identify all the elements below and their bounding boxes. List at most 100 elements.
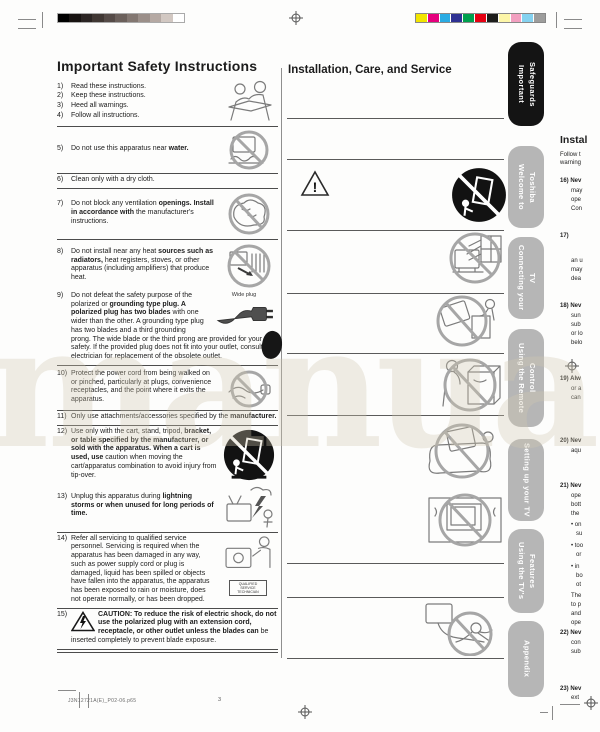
divider bbox=[57, 607, 278, 609]
divider bbox=[57, 531, 278, 533]
gray-swatch bbox=[126, 14, 139, 22]
color-swatch bbox=[534, 14, 545, 22]
right-column-fragment: or bbox=[576, 552, 582, 558]
crop-mark bbox=[540, 712, 548, 713]
gray-swatch bbox=[138, 14, 150, 22]
illustration-service-technician-icon: QUALIFIED SERVICE TECHNICIAN bbox=[218, 535, 278, 597]
safety-item: 2)Keep these instructions. bbox=[57, 92, 146, 100]
right-column-fragment: bo bbox=[576, 573, 583, 579]
safety-item-group-6: 6)Clean only with a dry cloth. bbox=[57, 176, 155, 183]
divider bbox=[57, 126, 278, 127]
divider bbox=[57, 364, 278, 366]
safety-item: 3)Heed all warnings. bbox=[57, 102, 129, 109]
crop-mark bbox=[18, 28, 36, 29]
section-divider bbox=[287, 230, 504, 231]
illustration-cart-tipover-icon bbox=[450, 166, 508, 229]
divider bbox=[57, 424, 278, 426]
right-column-fragment: warning bbox=[560, 160, 582, 166]
right-column-fragment: belo bbox=[571, 340, 583, 346]
safety-item-group-1-4: 1)Read these instructions. 2)Keep these … bbox=[57, 80, 278, 124]
right-column-fragment: 22) Nev bbox=[560, 630, 582, 636]
safety-item-group-13: 13)Unplug this apparatus during lightnin… bbox=[57, 484, 278, 530]
crop-mark bbox=[58, 690, 76, 691]
grayscale-calibration-bar bbox=[57, 13, 185, 23]
color-swatch bbox=[510, 14, 522, 22]
crop-mark bbox=[564, 19, 582, 20]
safety-item-group-5: 5)Do not use this apparatus near water. bbox=[57, 129, 278, 171]
registration-mark-icon bbox=[289, 11, 303, 25]
right-column-fragment: may bbox=[571, 188, 583, 194]
section-divider bbox=[287, 159, 504, 160]
section-divider bbox=[287, 563, 504, 564]
crop-mark bbox=[79, 692, 80, 708]
warning-triangle-icon: ! bbox=[300, 170, 330, 202]
technician-badge: QUALIFIED SERVICE TECHNICIAN bbox=[229, 580, 267, 596]
color-swatch bbox=[498, 14, 510, 22]
crop-mark bbox=[552, 706, 553, 720]
right-column-fragment: 18) Nev bbox=[560, 303, 582, 309]
right-column-fragment: sub bbox=[571, 649, 581, 655]
safety-item-group-7: 7)Do not block any ventilation openings.… bbox=[57, 191, 278, 237]
illustration-tv-falling-icon bbox=[424, 294, 504, 353]
gray-swatch bbox=[172, 14, 184, 22]
side-tab: Appendix bbox=[508, 621, 544, 697]
crop-mark bbox=[42, 12, 43, 28]
section-divider bbox=[287, 597, 504, 598]
right-column-fragment: and bbox=[571, 611, 582, 617]
side-tab: Welcome to Toshiba bbox=[508, 146, 544, 228]
divider bbox=[57, 173, 278, 174]
gray-swatch bbox=[115, 14, 127, 22]
illustration-cart-tipover-icon bbox=[220, 428, 278, 482]
gray-swatch bbox=[92, 14, 104, 22]
page-title: Important Safety Instructions bbox=[57, 58, 258, 74]
right-column-fragment: ope bbox=[571, 620, 582, 626]
gray-swatch bbox=[58, 14, 70, 22]
divider bbox=[57, 187, 278, 189]
double-divider bbox=[57, 648, 278, 653]
section-divider bbox=[287, 118, 504, 119]
right-column-fragment: dea bbox=[571, 276, 582, 282]
section-title: Installation, Care, and Service bbox=[288, 64, 452, 76]
illustration-lightning-storm-icon bbox=[220, 484, 278, 530]
gray-swatch bbox=[149, 14, 162, 22]
right-column-fragment: Follow t bbox=[560, 152, 581, 158]
right-column-fragment: ot bbox=[576, 582, 582, 588]
section-divider bbox=[287, 415, 504, 416]
right-column-fragment: 21) Nev bbox=[560, 483, 582, 489]
illustration-no-cover-vents-icon bbox=[220, 191, 278, 237]
right-column-fragment: The bbox=[571, 593, 582, 599]
gray-swatch bbox=[161, 14, 173, 22]
right-column-fragment: bott bbox=[571, 502, 582, 508]
warning-triangle-bolt-icon bbox=[70, 610, 96, 636]
color-swatch bbox=[522, 14, 534, 22]
column-divider bbox=[281, 68, 282, 658]
right-column-fragment: Instal bbox=[560, 134, 588, 146]
crop-mark bbox=[560, 704, 580, 705]
right-column-fragment: • too bbox=[571, 543, 584, 549]
safety-item-group-8: 8)Do not install near any heat sources s… bbox=[57, 242, 278, 290]
right-column-fragment: ext bbox=[571, 695, 580, 701]
divider bbox=[57, 238, 278, 240]
right-column-fragment: the bbox=[571, 511, 580, 517]
right-column-fragment: 23) Nev bbox=[560, 686, 582, 692]
crop-mark bbox=[564, 28, 582, 29]
color-swatch bbox=[486, 14, 498, 22]
illustration-wide-plug-icon: Wide plug bbox=[210, 292, 278, 332]
svg-text:!: ! bbox=[313, 179, 318, 195]
right-column-fragment: can bbox=[571, 395, 581, 401]
right-column-fragment: 20) Nev bbox=[560, 438, 582, 444]
side-tab: Important Safeguards bbox=[508, 42, 544, 126]
right-column-fragment: an u bbox=[571, 258, 583, 264]
section-divider bbox=[287, 293, 504, 294]
color-swatch bbox=[463, 14, 475, 22]
illustration-reading-instructions-icon bbox=[220, 80, 278, 124]
crop-mark bbox=[556, 12, 557, 28]
gray-swatch bbox=[80, 14, 93, 22]
right-column-fragment: sub bbox=[571, 322, 581, 328]
illustration-no-enclosed-installation-icon bbox=[425, 490, 505, 557]
color-calibration-bar bbox=[415, 13, 546, 23]
illustration-no-heat-sources-icon bbox=[220, 242, 278, 290]
divider bbox=[57, 409, 278, 411]
